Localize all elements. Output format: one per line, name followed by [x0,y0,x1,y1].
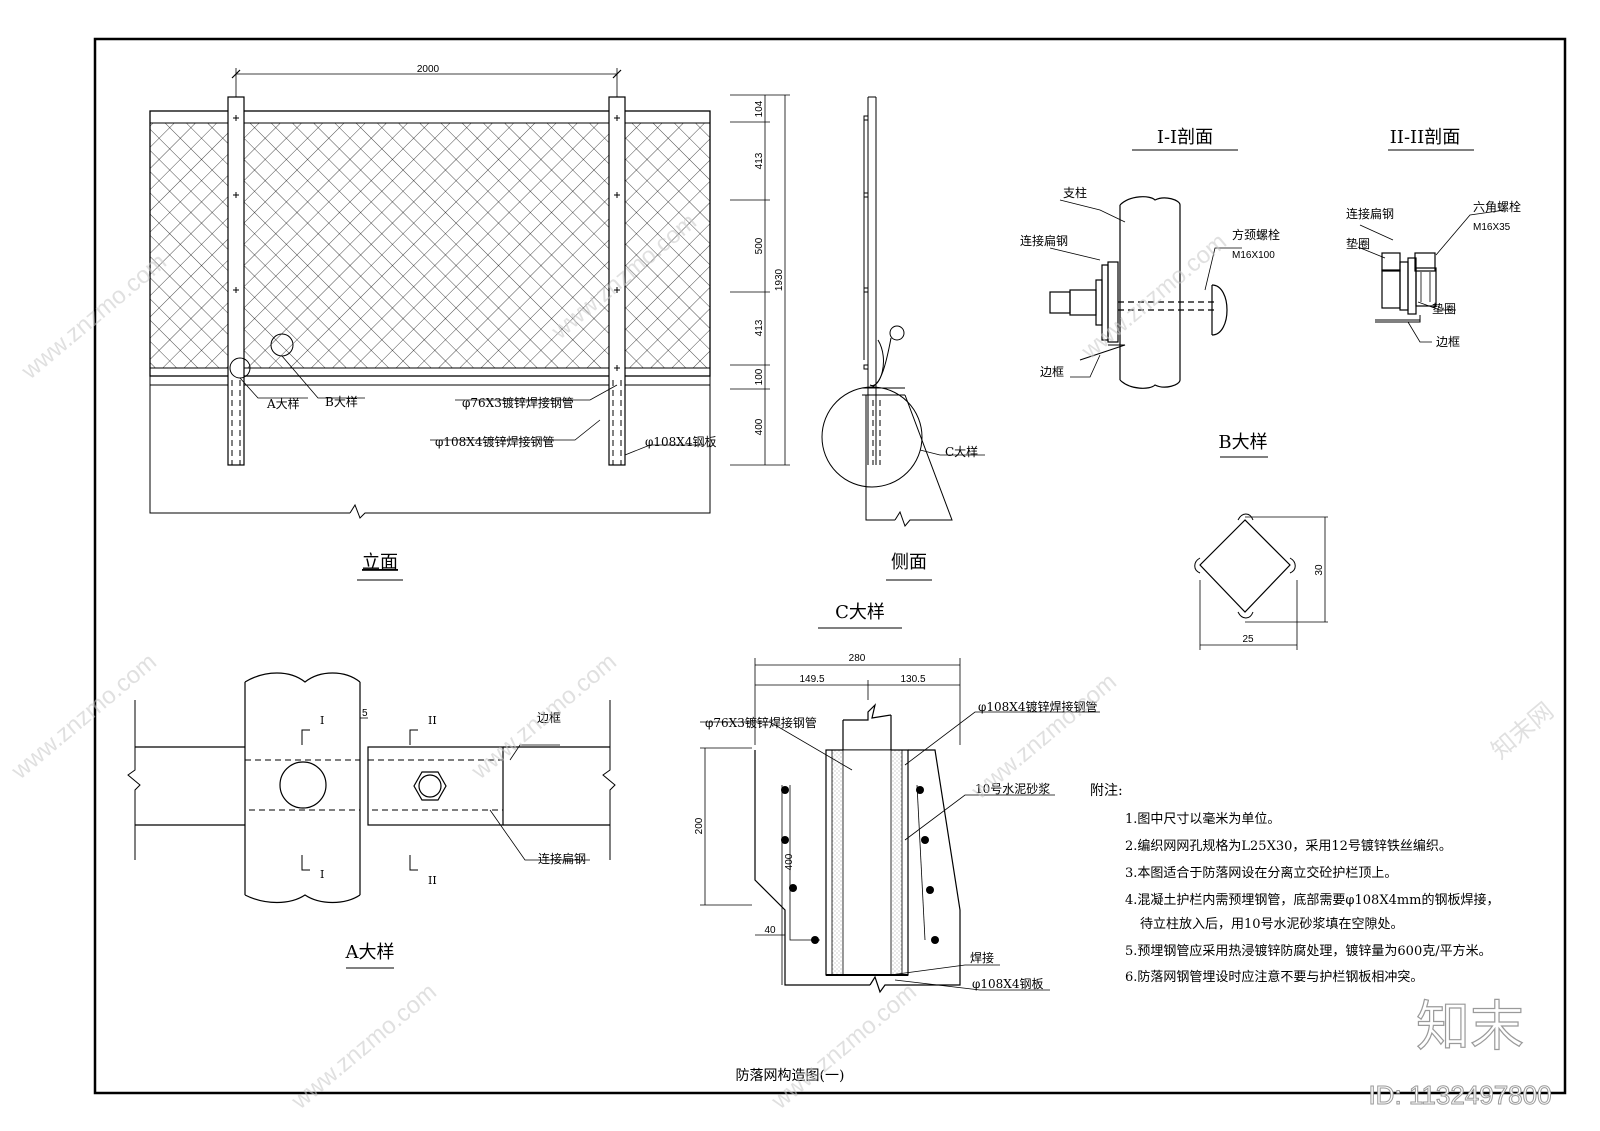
dim-b-width: 25 [1242,634,1254,645]
watermark-site-4: www.znzmo.com [6,648,162,785]
dim-100: 100 [754,368,765,385]
watermark-id: ID: 1132497800 [1368,1080,1551,1110]
title-detail-b: B大样 [1218,432,1267,453]
left-post [227,96,245,466]
note-5: 5.预埋钢管应采用热浸镀锌防腐处理，镀锌量为600克/平方米。 [1125,943,1492,959]
watermark-site-5: www.znzmo.com [466,648,622,785]
label-hex-bolt: 六角螺栓 [1473,199,1521,214]
dim-gap: 5 [362,708,368,719]
title-section-1: I-I剖面 [1157,127,1213,148]
callout-a: A大样 [266,396,300,411]
watermark-site-8: www.znzmo.com [766,978,922,1115]
notes-heading: 附注: [1090,783,1123,799]
dim-413a: 413 [754,152,765,169]
detail-c-view [700,658,1100,994]
label-plate: φ108X4钢板 [645,435,717,449]
label-pipe76: φ76X3镀锌焊接钢管 [462,395,574,410]
title-side: 侧面 [891,552,927,573]
dim-c-left: 149.5 [799,674,824,685]
label-c-pipe76: φ76X3镀锌焊接钢管 [705,715,817,730]
sec-marker-i-bottom: I [320,868,324,881]
watermark-site-3: www.znzmo.com [1076,228,1232,365]
sheet-border [93,37,1567,1095]
label-bolt-spec-1: M16X100 [1232,250,1275,261]
side-view [821,96,985,527]
dim-b-height: 30 [1314,564,1325,576]
section-2-view [1357,209,1506,343]
label-washer-2: 垫圈 [1432,301,1456,316]
label-pipe108: φ108X4镀锌焊接钢管 [435,434,555,449]
label-c-mortar: 10号水泥砂浆 [975,781,1050,796]
callout-b: B大样 [325,394,358,409]
detail-a-view [127,672,616,904]
label-post: 支柱 [1063,185,1087,200]
title-section-2: II-II剖面 [1390,127,1461,148]
dim-c-total: 280 [849,653,866,664]
sec-marker-i-top: I [320,714,324,727]
label-flat-steel-a: 连接扁钢 [538,851,586,866]
note-1: 1.图中尺寸以毫米为单位。 [1125,811,1280,827]
title-detail-c: C大样 [835,602,885,623]
label-frame-2: 边框 [1436,335,1460,349]
sheet-title: 防落网构造图(一) [736,1068,845,1084]
note-4-cont: 待立柱放入后，用10号水泥砂浆填在空隙处。 [1140,917,1404,932]
dim-c-200: 200 [694,817,705,834]
note-2: 2.编织网网孔规格为L25X30，采用12号镀锌铁丝编织。 [1125,838,1452,854]
label-flat-steel-1: 连接扁钢 [1020,233,1068,248]
label-washer-1: 垫圈 [1346,236,1370,251]
dim-104: 104 [754,100,765,117]
dim-c-400: 400 [784,853,795,870]
elevation-labels: 2000 104 413 500 413 100 400 1930 A大样 B大… [266,64,785,581]
label-bolt-1: 方颈螺栓 [1232,227,1280,242]
label-c-pipe108: φ108X4镀锌焊接钢管 [978,699,1098,714]
watermark-site-7: www.znzmo.com [286,978,442,1115]
dim-c-40: 40 [764,925,776,936]
elevation-view [149,68,790,519]
label-frame-a: 边框 [537,711,561,725]
watermark-brand-long: 知末网 [1487,698,1560,765]
label-bolt-spec-2: M16X35 [1473,222,1511,233]
label-c-plate: φ108X4钢板 [972,977,1044,991]
section-1-view [1049,196,1228,389]
label-frame-1: 边框 [1040,365,1064,379]
label-c-weld: 焊接 [970,950,994,965]
section-1-labels [1049,199,1242,378]
title-elevation: 立面 [362,552,398,573]
dim-400: 400 [754,418,765,435]
title-detail-a: A大样 [345,942,395,963]
dim-1930: 1930 [774,268,785,291]
dim-413b: 413 [754,319,765,336]
callout-c: C大样 [945,444,978,459]
detail-b-view [1194,513,1328,650]
dim-500: 500 [754,237,765,254]
sec-marker-ii-bottom: II [428,874,437,887]
note-4: 4.混凝土护栏内需预埋钢管，底部需要φ108X4mm的钢板焊接， [1125,892,1500,908]
label-flat-steel-2: 连接扁钢 [1346,206,1394,221]
dim-width: 2000 [417,64,440,75]
notes-block: 附注: 1.图中尺寸以毫米为单位。 2.编织网网孔规格为L25X30，采用12号… [1090,783,1500,985]
dim-c-right: 130.5 [900,674,925,685]
note-3: 3.本图适合于防落网设在分离立交砼护栏顶上。 [1125,865,1397,881]
sec-marker-ii-top: II [428,714,437,727]
note-6: 6.防落网钢管埋设时应注意不要与护栏钢板相冲突。 [1125,969,1423,985]
watermark-brand: 知末 [1416,997,1524,1057]
